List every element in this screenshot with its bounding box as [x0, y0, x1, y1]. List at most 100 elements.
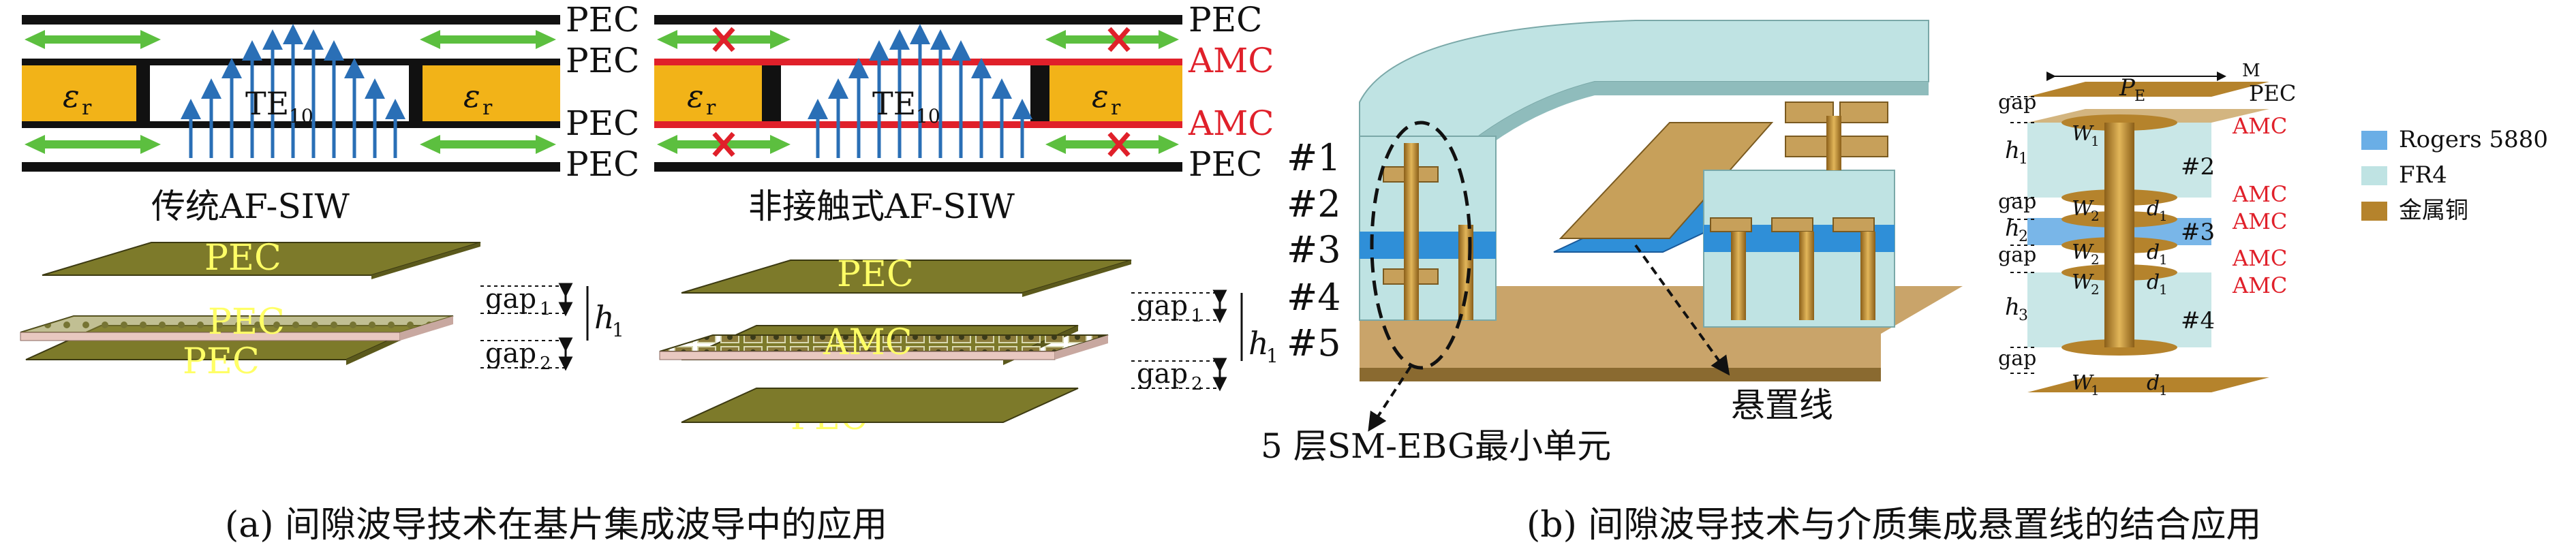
h1-sub: 1	[2019, 151, 2028, 168]
mode-label: TE	[872, 85, 916, 122]
via-wall-left	[762, 65, 781, 121]
epsilon-right-sub: r	[482, 96, 493, 120]
stack1-layer-top: PEC	[204, 238, 281, 279]
waveguide-diagram-conventional: ε r ε r TE 10 PEC PEC PEC PEC 传统AF-SIW	[22, 0, 639, 226]
mode-label-sub: 10	[289, 105, 313, 127]
line-callout-arrow	[1634, 244, 1730, 376]
gap2-sub: 2	[540, 354, 551, 374]
d1-b-sub: 1	[2159, 251, 2168, 268]
lower-metal-plate	[22, 121, 560, 128]
green-arrows	[25, 30, 556, 154]
epsilon-left: ε	[687, 78, 704, 114]
bottom-copper-plate	[2027, 377, 2269, 392]
h3-sub: 3	[2019, 307, 2028, 324]
top-copper-plate	[2027, 82, 2269, 97]
w2-c-sub: 2	[2091, 281, 2100, 298]
d1-d-label: d	[2147, 371, 2160, 395]
tag-2: #2	[2181, 153, 2215, 181]
label-pec-1: PEC	[566, 0, 639, 40]
layer-label-2: #2	[1287, 183, 1341, 225]
legend-label-rogers: Rogers 5880	[2399, 126, 2548, 153]
caption-conventional: 传统AF-SIW	[151, 187, 350, 226]
epsilon-right-sub: r	[1111, 96, 1121, 120]
w1-bottom-sub: 1	[2091, 382, 2100, 398]
central-via	[2104, 123, 2134, 347]
m-label: M	[2242, 61, 2260, 81]
via-wall-left	[136, 65, 150, 121]
h3-label: h	[2005, 294, 2020, 321]
pe-label: P	[2119, 74, 2136, 101]
label-amc-lower: AMC	[1188, 104, 1274, 143]
h1-sub: 1	[1266, 345, 1278, 367]
bottom-pec-plate	[654, 162, 1182, 172]
h2-label: h	[2005, 215, 2020, 242]
amc-label-3: AMC	[2232, 208, 2287, 234]
caption-a: (a) 间隙波导技术在基片集成波导中的应用	[225, 505, 887, 546]
epsilon-left-sub: r	[82, 96, 92, 120]
top-pec-plate	[654, 15, 1182, 25]
via-wall-right	[409, 65, 423, 121]
epsilon-left-sub: r	[706, 96, 716, 120]
w2-b-sub: 2	[2091, 251, 2100, 268]
substrate-right	[423, 65, 560, 121]
w1-top-label: W	[2072, 122, 2094, 146]
ebg-highlight-ellipse	[1370, 121, 1472, 370]
gap-label-4: gap	[1998, 347, 2036, 371]
layer-label-5: #5	[1287, 321, 1341, 364]
d1-a-sub: 1	[2159, 208, 2168, 224]
w2-a-sub: 2	[2091, 208, 2100, 224]
layer-label-3: #3	[1287, 228, 1341, 271]
substrate-left	[654, 65, 780, 121]
gap-dashed-guides	[2010, 96, 2038, 374]
stack1-layer-middle: PEC	[208, 302, 285, 343]
gap1-sub: 1	[1191, 306, 1203, 326]
mode-label-sub: 10	[916, 105, 940, 127]
ebg-callout-arrow	[1368, 365, 1412, 432]
w2-b-label: W	[2072, 240, 2094, 264]
cross-marks	[712, 27, 1131, 157]
rogers-layer-left	[1360, 232, 1496, 259]
substrate-left	[22, 65, 148, 121]
gap2-label: gap	[1137, 358, 1188, 390]
metal-vias	[1404, 116, 1875, 320]
epsilon-left: ε	[63, 78, 80, 114]
ebg-callout-text: 5 层SM-EBG最小单元	[1261, 426, 1611, 466]
material-legend: Rogers 5880 FR4 金属铜	[2361, 126, 2548, 224]
h1-label: h	[594, 299, 615, 336]
pe-label-sub: E	[2134, 88, 2145, 105]
gap-label-3: gap	[1998, 243, 2036, 267]
w1-bottom-label: W	[2072, 371, 2094, 395]
label-pec-4: PEC	[566, 144, 639, 184]
amc-label-5: AMC	[2232, 272, 2287, 298]
gap-label-1: gap	[1998, 91, 2036, 114]
gap-label-2: gap	[1998, 190, 2036, 214]
mode-label: TE	[245, 85, 289, 122]
layer-label-4: #4	[1287, 276, 1341, 319]
w2-a-label: W	[2072, 197, 2094, 221]
line-callout-text: 悬置线	[1731, 386, 1833, 425]
d1-a-label: d	[2147, 197, 2160, 221]
tag-4: #4	[2181, 307, 2215, 334]
d1-b-label: d	[2147, 240, 2160, 264]
waveguide-diagram-contactless: ε r ε r TE 10 PEC AMC AMC PEC 非接触式AF-SIW	[654, 0, 1274, 226]
amc-label-2: AMC	[2232, 181, 2287, 207]
layer-stack-conventional: PEC PEC PEC gap 1 gap 2 h 1	[20, 238, 624, 382]
caption-contactless: 非接触式AF-SIW	[748, 187, 1015, 226]
top-pec-plate	[22, 15, 560, 25]
h1-label: h	[2005, 137, 2020, 164]
stack2-layer-top: PEC	[837, 254, 914, 295]
upper-metal-plate	[22, 59, 560, 65]
unit-cell-cross-section: P E M PEC gap gap gap gap h 1 h 2 h 3 W …	[1998, 61, 2296, 398]
suspended-line-3d-view: #1 #2 #3 #4 #5 5 层SM-EBG最小单元 悬置线	[1261, 20, 1963, 466]
amc-label-4: AMC	[2232, 245, 2287, 271]
te10-field-arrows	[181, 24, 405, 158]
label-pec-top: PEC	[1189, 0, 1262, 40]
stack1-layer-bottom: PEC	[183, 341, 260, 382]
epsilon-right: ε	[1092, 78, 1109, 114]
legend-swatch-copper	[2361, 202, 2387, 221]
left-block	[1359, 136, 1497, 321]
pec-label: PEC	[2249, 80, 2296, 106]
layer-stack-contactless: PEC AMC PEC gap 1 gap 2 h 1	[659, 254, 1278, 438]
gap-dimension-lines	[480, 285, 566, 368]
gap1-label: gap	[485, 283, 536, 315]
